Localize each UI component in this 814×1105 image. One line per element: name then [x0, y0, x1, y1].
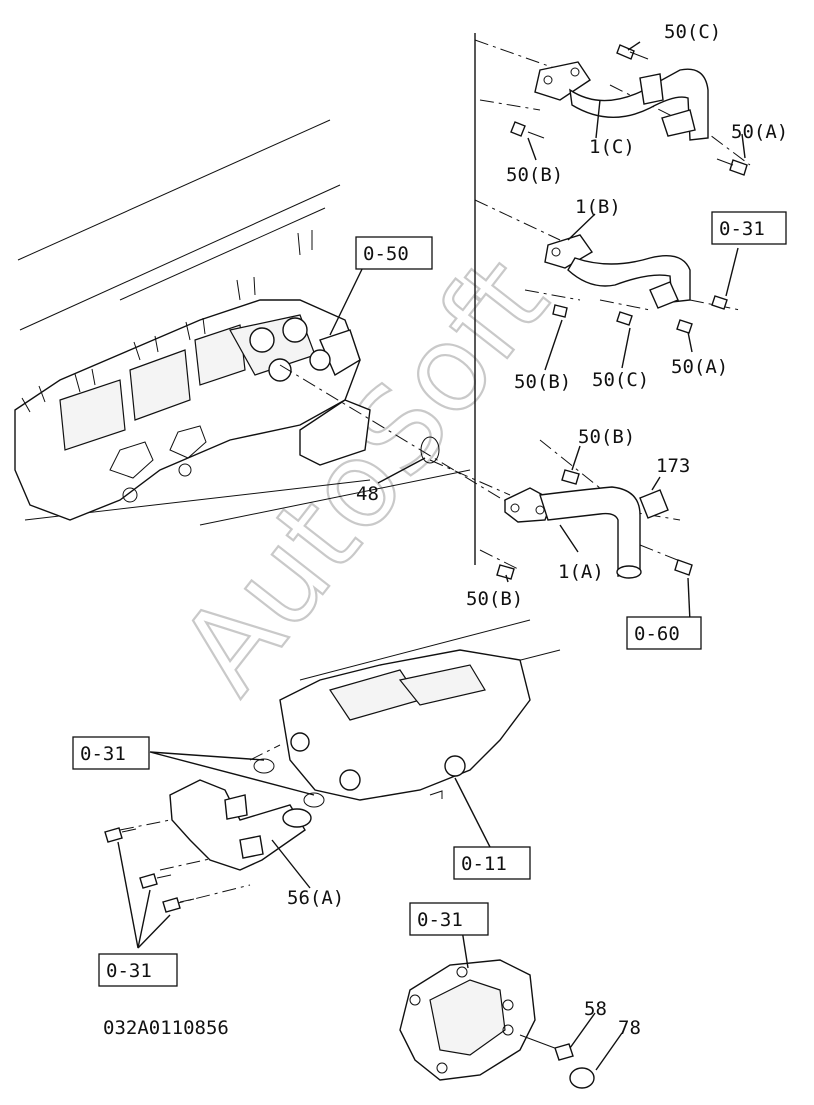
ref-box-oring	[72, 736, 150, 770]
label-elbow: 56(A)	[287, 887, 344, 909]
label-pipe-1c-bolt-left: 50(B)	[506, 164, 563, 186]
label-pipe-1c-bolt-right: 50(A)	[731, 121, 788, 143]
ref-pipe-1b: 0-31	[719, 218, 765, 240]
thermostat-housing-drawing	[399, 959, 595, 1089]
leader-lines	[117, 33, 746, 1071]
watermark: AutoSoft	[153, 233, 574, 717]
ref-oring: 0-31	[80, 743, 126, 765]
ref-housing: 0-31	[417, 909, 463, 931]
drawing-code: 032A0110856	[103, 1017, 229, 1039]
label-pipe-1b: 1(B)	[575, 196, 621, 218]
label-gasket: 48	[356, 483, 379, 505]
ref-manifold: 0-50	[363, 243, 409, 265]
engine-head-drawing	[14, 119, 471, 526]
engine-block-drawing	[279, 619, 561, 801]
ref-box-block	[453, 846, 531, 880]
label-pipe-1a-bolt-bottom: 50(B)	[466, 588, 523, 610]
ref-box-manifold	[355, 236, 433, 270]
pipe-1c-drawing	[474, 39, 751, 176]
pipe-1a-drawing	[279, 364, 693, 580]
label-pipe-1c-bolt-top: 50(C)	[664, 21, 721, 43]
label-pipe-1b-bolt-left: 50(B)	[514, 371, 571, 393]
ref-box-housing	[409, 902, 489, 936]
label-pipe-1a: 1(A)	[558, 561, 604, 583]
label-stud: 173	[656, 455, 690, 477]
callouts: 50(C) 50(A) 50(B) 1(C) 1(B) 0-31 50(B) 5…	[72, 21, 788, 1039]
label-pipe-1b-bolt-mid: 50(C)	[592, 369, 649, 391]
label-pipe-1c: 1(C)	[589, 136, 635, 158]
label-pipe-1b-bolt-right: 50(A)	[671, 356, 728, 378]
ref-box-elbow-bolts	[98, 953, 178, 987]
ref-elbow-bolts: 0-31	[106, 960, 152, 982]
label-pipe-1a-bolt-top: 50(B)	[578, 426, 635, 448]
ref-block: 0-11	[461, 853, 507, 875]
ref-pipe-1a: 0-60	[634, 623, 680, 645]
ref-box-pipe-1b	[711, 211, 787, 245]
ref-box-pipe-1a	[626, 616, 702, 650]
pipe-1b-drawing	[474, 199, 741, 334]
label-hose: 58	[584, 998, 607, 1020]
elbow-drawing	[104, 744, 325, 913]
label-clip: 78	[618, 1017, 641, 1039]
